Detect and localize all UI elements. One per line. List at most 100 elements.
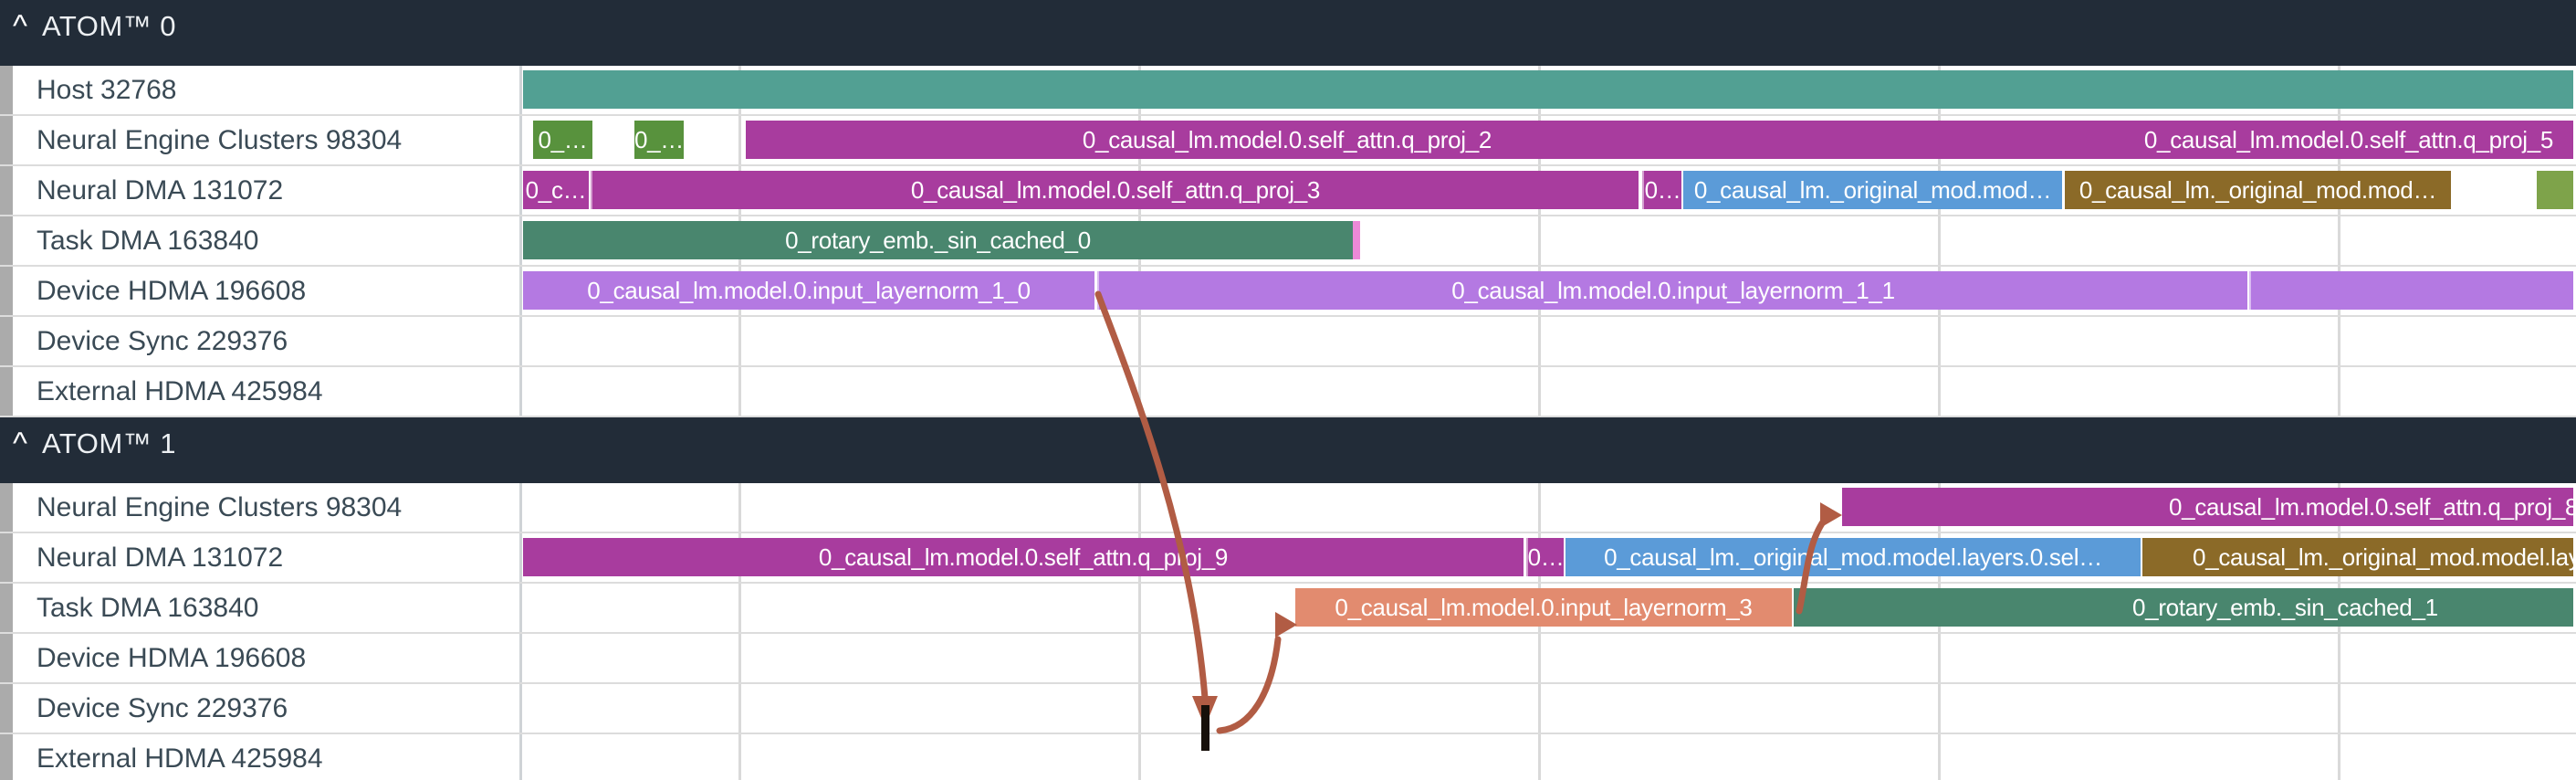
timeline-slice[interactable]: 0_… <box>533 121 592 159</box>
timeline-slice[interactable]: 0_causal_lm._original_mod.mod… <box>2065 171 2451 209</box>
slice-label: 0_causal_lm._original_mod.model.layers.0… <box>1604 543 2102 571</box>
gridline <box>2338 216 2340 265</box>
gridline <box>738 367 741 416</box>
slice-label: 0_causal_lm._original_mod.mod… <box>1693 175 2052 204</box>
slice-label: 0_causal_lm.model.0.self_attn.q_proj_8 <box>2169 492 2573 521</box>
slice-label: 0_causal_lm.model.0.self_attn.q_proj_9 <box>818 543 1229 571</box>
timeline-lane[interactable] <box>522 66 2576 114</box>
timeline-lane[interactable] <box>522 734 2576 780</box>
gridline <box>1538 367 1541 416</box>
timeline-slice[interactable] <box>1353 221 1360 259</box>
timeline-lane[interactable] <box>522 634 2576 682</box>
gridline <box>738 734 741 780</box>
track-label[interactable]: Device HDMA 196608 <box>13 634 522 682</box>
track-row: External HDMA 425984 <box>0 734 2576 780</box>
gridline <box>1938 684 1941 733</box>
gridline <box>1138 483 1141 532</box>
slice-label: 0… <box>1527 543 1564 571</box>
group-indicator-strip <box>0 367 13 416</box>
slice-label: 0_causal_lm._original_mod.mod… <box>2079 175 2437 204</box>
timeline-slice[interactable] <box>1828 121 2124 159</box>
timeline-slice[interactable] <box>2249 271 2573 310</box>
track-label[interactable]: Neural Engine Clusters 98304 <box>13 116 522 164</box>
group-indicator-strip <box>0 66 13 114</box>
gridline <box>1138 584 1141 632</box>
group-header-atom1[interactable]: ^ ATOM™ 1 <box>0 417 2576 483</box>
timeline-slice[interactable]: 0_causal_lm._original_mod.model.laye <box>2142 538 2573 576</box>
timeline-slice[interactable]: 0_causal_lm.model.0.input_layernorm_1_0 <box>523 271 1094 310</box>
gridline <box>1138 367 1141 416</box>
track-label[interactable]: Neural DMA 131072 <box>13 533 522 582</box>
slice-label: 0… <box>1644 175 1681 204</box>
track-row: Host 32768 <box>0 66 2576 116</box>
gridline <box>1538 734 1541 780</box>
slice-label: 0_causal_lm.model.0.input_layernorm_1_1 <box>1451 276 1895 304</box>
track-label[interactable]: Device HDMA 196608 <box>13 267 522 315</box>
gridline <box>1538 483 1541 532</box>
track-row: Device Sync 229376 <box>0 317 2576 367</box>
timeline-lane[interactable]: 0_… 0_… 0_causal_lm.model.0.self_attn.q_pr… <box>522 116 2576 164</box>
track-label[interactable]: Device Sync 229376 <box>13 317 522 365</box>
gridline <box>738 483 741 532</box>
gridline <box>1938 317 1941 365</box>
timeline-lane[interactable] <box>522 684 2576 733</box>
slice-label: 0_c… <box>525 175 587 204</box>
slice-label: 0_rotary_emb._sin_cached_0 <box>785 226 1091 254</box>
slice-label: 0_… <box>634 125 684 153</box>
timeline-lane[interactable]: 0_causal_lm.model.0.self_attn.q_proj_8 <box>522 483 2576 532</box>
timeline-slice[interactable]: 0_rotary_emb._sin_cached_0 <box>523 221 1353 259</box>
timeline-slice[interactable]: 0_causal_lm._original_mod.mod… <box>1683 171 2062 209</box>
timeline-slice[interactable]: 0_causal_lm._original_mod.model.layers.0… <box>1565 538 2141 576</box>
timeline-slice[interactable]: 0_causal_lm.model.0.self_attn.q_proj_3 <box>591 171 1639 209</box>
track-label[interactable]: Host 32768 <box>13 66 522 114</box>
timeline-slice[interactable]: 0_causal_lm.model.0.self_attn.q_proj_8 <box>1842 488 2573 526</box>
gridline <box>738 634 741 682</box>
slice-label: 0_… <box>538 125 588 153</box>
group-indicator-strip <box>0 684 13 733</box>
track-label[interactable]: Device Sync 229376 <box>13 684 522 733</box>
group-title: ATOM™ 0 <box>41 10 177 42</box>
timeline-lane[interactable] <box>522 367 2576 416</box>
slice-label: 0_causal_lm.model.0.input_layernorm_1_0 <box>587 276 1031 304</box>
track-label[interactable]: Task DMA 163840 <box>13 216 522 265</box>
track-label[interactable]: Neural Engine Clusters 98304 <box>13 483 522 532</box>
group-indicator-strip <box>0 584 13 632</box>
timeline-slice[interactable] <box>2537 171 2573 209</box>
track-label[interactable]: External HDMA 425984 <box>13 734 522 780</box>
group-indicator-strip <box>0 734 13 780</box>
timeline-lane[interactable]: 0_causal_lm.model.0.input_layernorm_3 0_r… <box>522 584 2576 632</box>
group-header-atom0[interactable]: ^ ATOM™ 0 <box>0 0 2576 66</box>
timeline-slice[interactable]: 0_causal_lm.model.0.self_attn.q_proj_9 <box>523 538 1524 576</box>
timeline-slice[interactable]: 0_causal_lm.model.0.self_attn.q_proj_5 <box>2124 121 2573 159</box>
timeline-slice[interactable]: 0… <box>1526 538 1564 576</box>
timeline-lane[interactable]: 0_c…0_causal_lm.model.0.self_attn.q_proj… <box>522 166 2576 215</box>
timeline-slice[interactable] <box>523 70 2573 109</box>
group-indicator-strip <box>0 267 13 315</box>
timeline-lane[interactable]: 0_causal_lm.model.0.input_layernorm_1_0 0… <box>522 267 2576 315</box>
timeline-slice[interactable]: 0_c… <box>523 171 589 209</box>
timeline-slice[interactable]: 0_causal_lm.model.0.self_attn.q_proj_2 <box>746 121 1828 159</box>
timeline-slice[interactable]: 0_rotary_emb._sin_cached_1 <box>1794 588 2573 627</box>
slice-label: 0_causal_lm.model.0.input_layernorm_3 <box>1335 593 1753 621</box>
timeline-lane[interactable]: 0_causal_lm.model.0.self_attn.q_proj_9 0…… <box>522 533 2576 582</box>
timeline-slice[interactable]: 0_causal_lm.model.0.input_layernorm_3 <box>1295 588 1792 627</box>
timeline-lane[interactable]: 0_rotary_emb._sin_cached_0 <box>522 216 2576 265</box>
timeline-lane[interactable] <box>522 317 2576 365</box>
collapse-chevron-icon[interactable]: ^ <box>13 9 27 44</box>
timeline-slice[interactable]: 0_… <box>634 121 684 159</box>
timeline-slice[interactable]: 0_causal_lm.model.0.input_layernorm_1_1 <box>1097 271 2247 310</box>
slice-label: 0_causal_lm.model.0.self_attn.q_proj_5 <box>2143 125 2554 153</box>
timeline-slice[interactable]: 0… <box>1642 171 1681 209</box>
slice-label: 0_causal_lm.model.0.self_attn.q_proj_2 <box>1082 125 1492 153</box>
track-row: Neural Engine Clusters 98304 0_… 0_… 0_caus… <box>0 116 2576 166</box>
collapse-chevron-icon[interactable]: ^ <box>13 427 27 461</box>
track-label[interactable]: External HDMA 425984 <box>13 367 522 416</box>
track-label[interactable]: Neural DMA 131072 <box>13 166 522 215</box>
track-label[interactable]: Task DMA 163840 <box>13 584 522 632</box>
